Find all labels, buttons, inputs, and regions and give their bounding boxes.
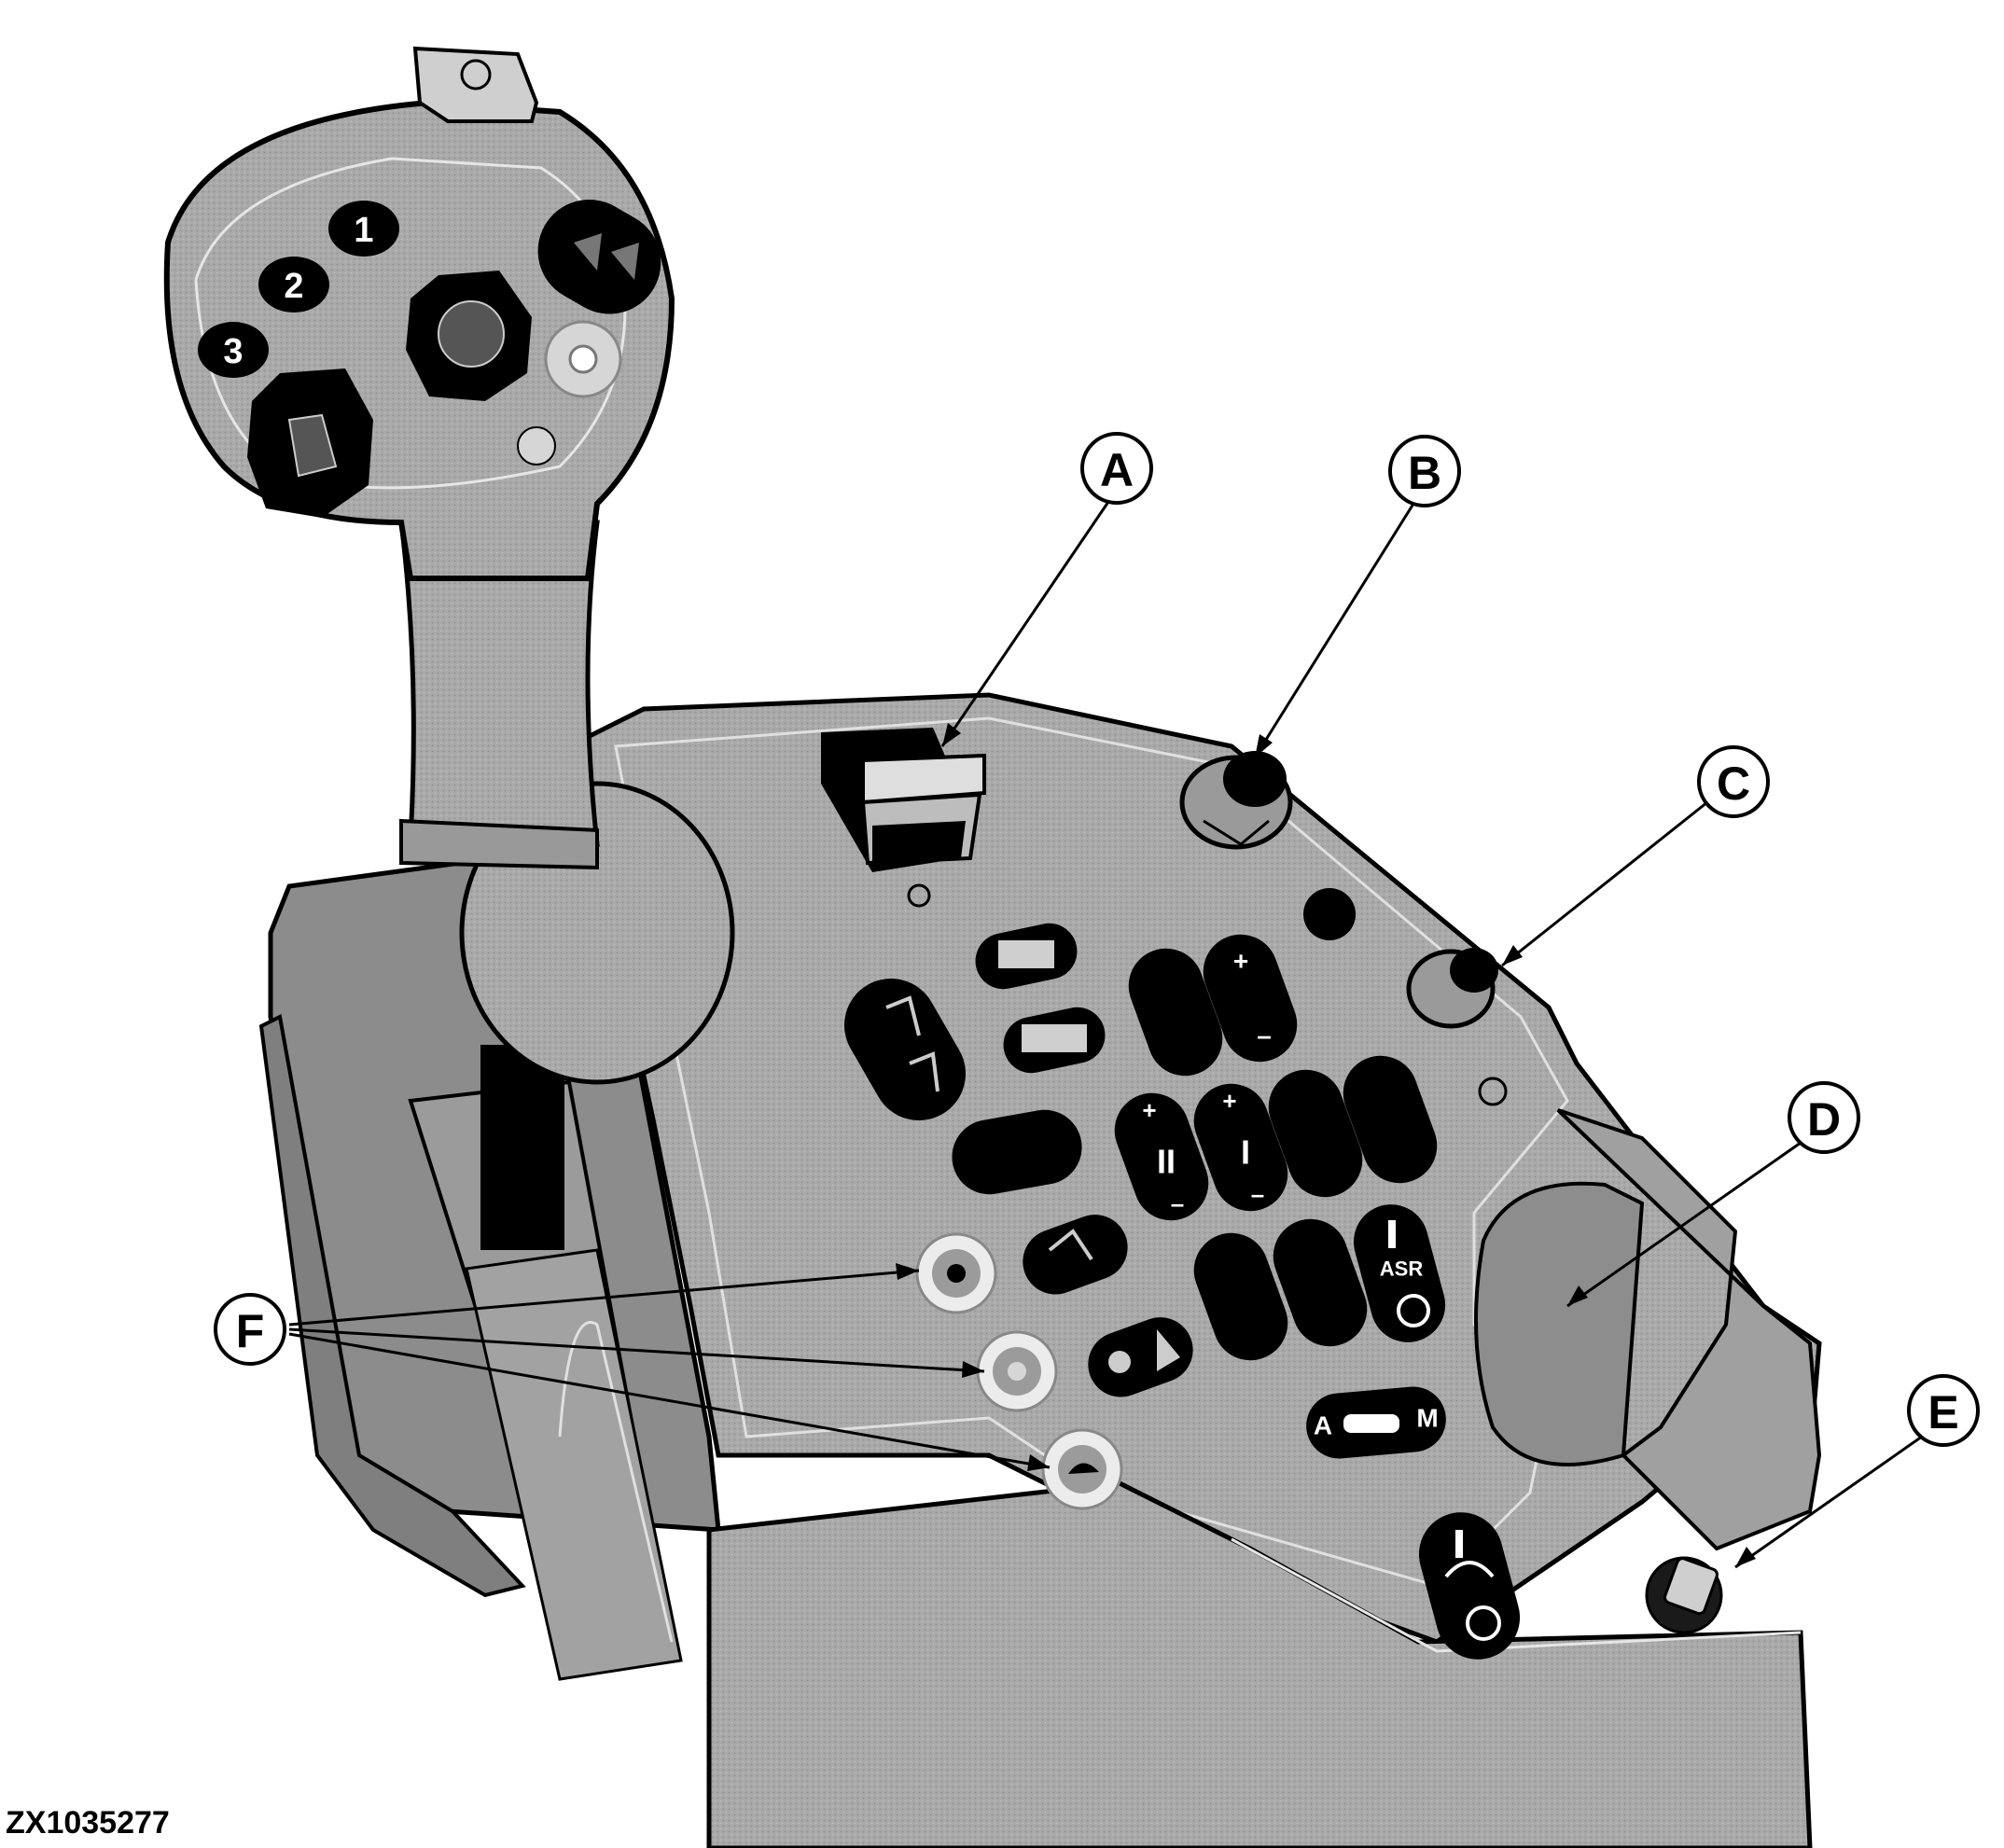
svg-text:E: E (1927, 1386, 1958, 1438)
figure-id: ZX1035277 (6, 1805, 170, 1841)
rotary-switch-e[interactable] (1645, 1556, 1723, 1634)
selector-button-f2[interactable] (976, 1330, 1058, 1412)
joystick-collar (399, 818, 599, 870)
callout-e: E (1734, 1374, 1980, 1569)
svg-text:+: + (1142, 1096, 1156, 1124)
svg-text:+: + (1233, 947, 1248, 976)
trigger-icon (460, 59, 492, 90)
joystick-button-3[interactable]: 3 (198, 322, 269, 378)
joystick-shaft (480, 1045, 564, 1250)
four-wheel-drive-button[interactable] (1079, 1308, 1202, 1406)
svg-text:II: II (1157, 1143, 1176, 1181)
joystick-rocker-button[interactable] (519, 181, 679, 333)
control-lever-a[interactable] (821, 728, 986, 872)
svg-text:–: – (1171, 1189, 1184, 1217)
gate-detail (558, 1321, 674, 1643)
gate-track (465, 1248, 683, 1681)
callout-b: B (1253, 435, 1461, 758)
selector-button-f3[interactable] (1041, 1428, 1123, 1510)
svg-text:+: + (1222, 1087, 1236, 1115)
rotary-knob-b[interactable] (1179, 751, 1293, 850)
svg-text:C: C (1717, 757, 1750, 810)
auto-manual-button[interactable]: A M (1303, 1384, 1449, 1462)
hitch-mode-button[interactable] (1013, 1205, 1136, 1303)
callout-a: A (940, 432, 1153, 747)
asr-button[interactable]: ASR (1345, 1196, 1454, 1351)
right-side-wall (1556, 1108, 1822, 1551)
hitch-symbol-icon (517, 426, 556, 465)
hitch-raise-lower-button[interactable] (828, 962, 983, 1138)
blank-button-row3-1[interactable] (1183, 1223, 1298, 1371)
speed-adjust-button[interactable]: + – (1192, 924, 1307, 1073)
pto-toggle-button[interactable] (970, 918, 1082, 994)
svg-text:F: F (236, 1305, 265, 1357)
cup-holder-recess (1474, 1181, 1645, 1466)
joystick-thumb-switch-left[interactable] (247, 368, 373, 518)
blank-oval-button-large[interactable] (946, 1104, 1088, 1200)
svg-text:–: – (1257, 1021, 1272, 1050)
callout-d: D (1566, 1081, 1860, 1308)
armrest-edge (1231, 1537, 1802, 1653)
console-left-rail (258, 1014, 526, 1598)
joystick-thumb-switch-right[interactable] (406, 271, 532, 401)
blank-button-row1-1[interactable] (1118, 938, 1232, 1087)
front-armrest-block (706, 1480, 1813, 1848)
hitch-i-adjust-button[interactable]: + I – (1183, 1074, 1298, 1222)
selector-button-f1[interactable] (915, 1232, 997, 1314)
svg-text:1: 1 (354, 211, 373, 250)
trailer-brake-button[interactable] (1258, 1060, 1372, 1208)
svg-text:A: A (1314, 1411, 1332, 1440)
joystick-button-2[interactable]: 2 (258, 257, 329, 313)
hitch-ii-adjust-button[interactable]: + II – (1104, 1083, 1218, 1231)
svg-text:A: A (1100, 444, 1134, 496)
svg-text:M: M (1416, 1404, 1438, 1433)
grip-top-trigger (412, 46, 539, 123)
blank-button-row3-2[interactable] (1262, 1209, 1377, 1357)
coupling-button[interactable] (998, 1002, 1110, 1078)
svg-text:2: 2 (284, 267, 303, 306)
svg-text:ASR: ASR (1380, 1257, 1424, 1281)
svg-text:–: – (1251, 1180, 1264, 1208)
svg-text:D: D (1807, 1093, 1841, 1146)
joystick-button-1[interactable]: 1 (328, 201, 399, 257)
rotary-knob-c[interactable] (1406, 948, 1498, 1029)
svg-text:B: B (1408, 447, 1441, 499)
panel-inner-border (614, 716, 1569, 1588)
svg-text:I: I (1241, 1133, 1250, 1172)
panel-round-button[interactable] (1303, 888, 1356, 940)
blank-button-row2-4[interactable] (1332, 1046, 1447, 1194)
callout-c: C (1501, 745, 1770, 967)
wiper-button[interactable] (1410, 1503, 1529, 1669)
joystick-round-button[interactable] (544, 320, 622, 398)
callout-f: F (214, 1263, 1051, 1471)
svg-text:3: 3 (223, 332, 243, 371)
hitch-symbol-icon-panel (1478, 1077, 1508, 1106)
gear-icon (907, 883, 931, 908)
